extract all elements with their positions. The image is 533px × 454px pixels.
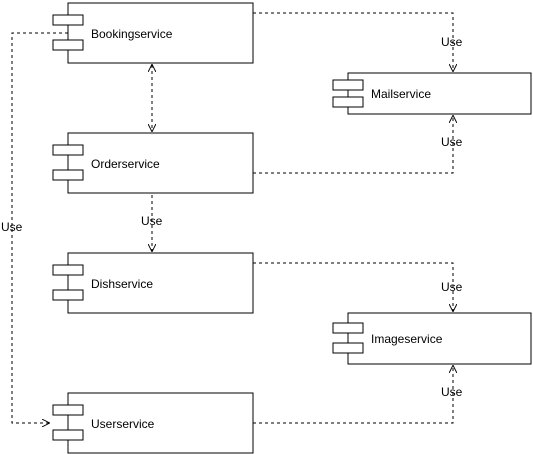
component-icon: [52, 39, 84, 51]
component-icon: [52, 289, 84, 301]
component-imageservice[interactable]: Imageservice: [332, 312, 532, 365]
component-icon: [52, 429, 84, 441]
dep-booking-user: [11, 32, 68, 423]
dep-user-image: [253, 366, 453, 424]
component-icon: [52, 14, 84, 26]
dep-label-booking-user: Use: [1, 220, 23, 234]
component-dishservice[interactable]: Dishservice: [52, 252, 254, 314]
component-icon: [332, 322, 364, 334]
component-mailservice[interactable]: Mailservice: [332, 72, 532, 115]
component-icon: [52, 169, 84, 181]
component-label-mail: Mailservice: [371, 87, 431, 101]
component-icon: [332, 342, 364, 354]
component-label-dish: Dishservice: [91, 277, 153, 291]
dep-label-dish-image: Use: [441, 280, 463, 294]
component-orderservice[interactable]: Orderservice: [52, 132, 254, 194]
component-icon: [52, 264, 84, 276]
dep-order-mail: [253, 116, 453, 174]
dep-label-user-image: Use: [441, 385, 463, 399]
component-icon: [332, 79, 364, 91]
dep-label-order-dish: Use: [141, 214, 163, 228]
dep-label-booking-mail: Use: [441, 35, 463, 49]
component-label-image: Imageservice: [371, 332, 443, 346]
component-icon: [52, 404, 84, 416]
component-bookingservice[interactable]: Bookingservice: [52, 2, 254, 64]
dep-dish-image: [253, 262, 453, 311]
component-label-booking: Bookingservice: [91, 27, 173, 41]
component-label-order: Orderservice: [91, 157, 160, 171]
component-userservice[interactable]: Userservice: [52, 392, 254, 454]
dep-label-order-mail: Use: [441, 135, 463, 149]
component-icon: [52, 144, 84, 156]
component-icon: [332, 96, 364, 108]
dep-booking-mail: [253, 12, 453, 71]
component-label-user: Userservice: [91, 417, 155, 431]
